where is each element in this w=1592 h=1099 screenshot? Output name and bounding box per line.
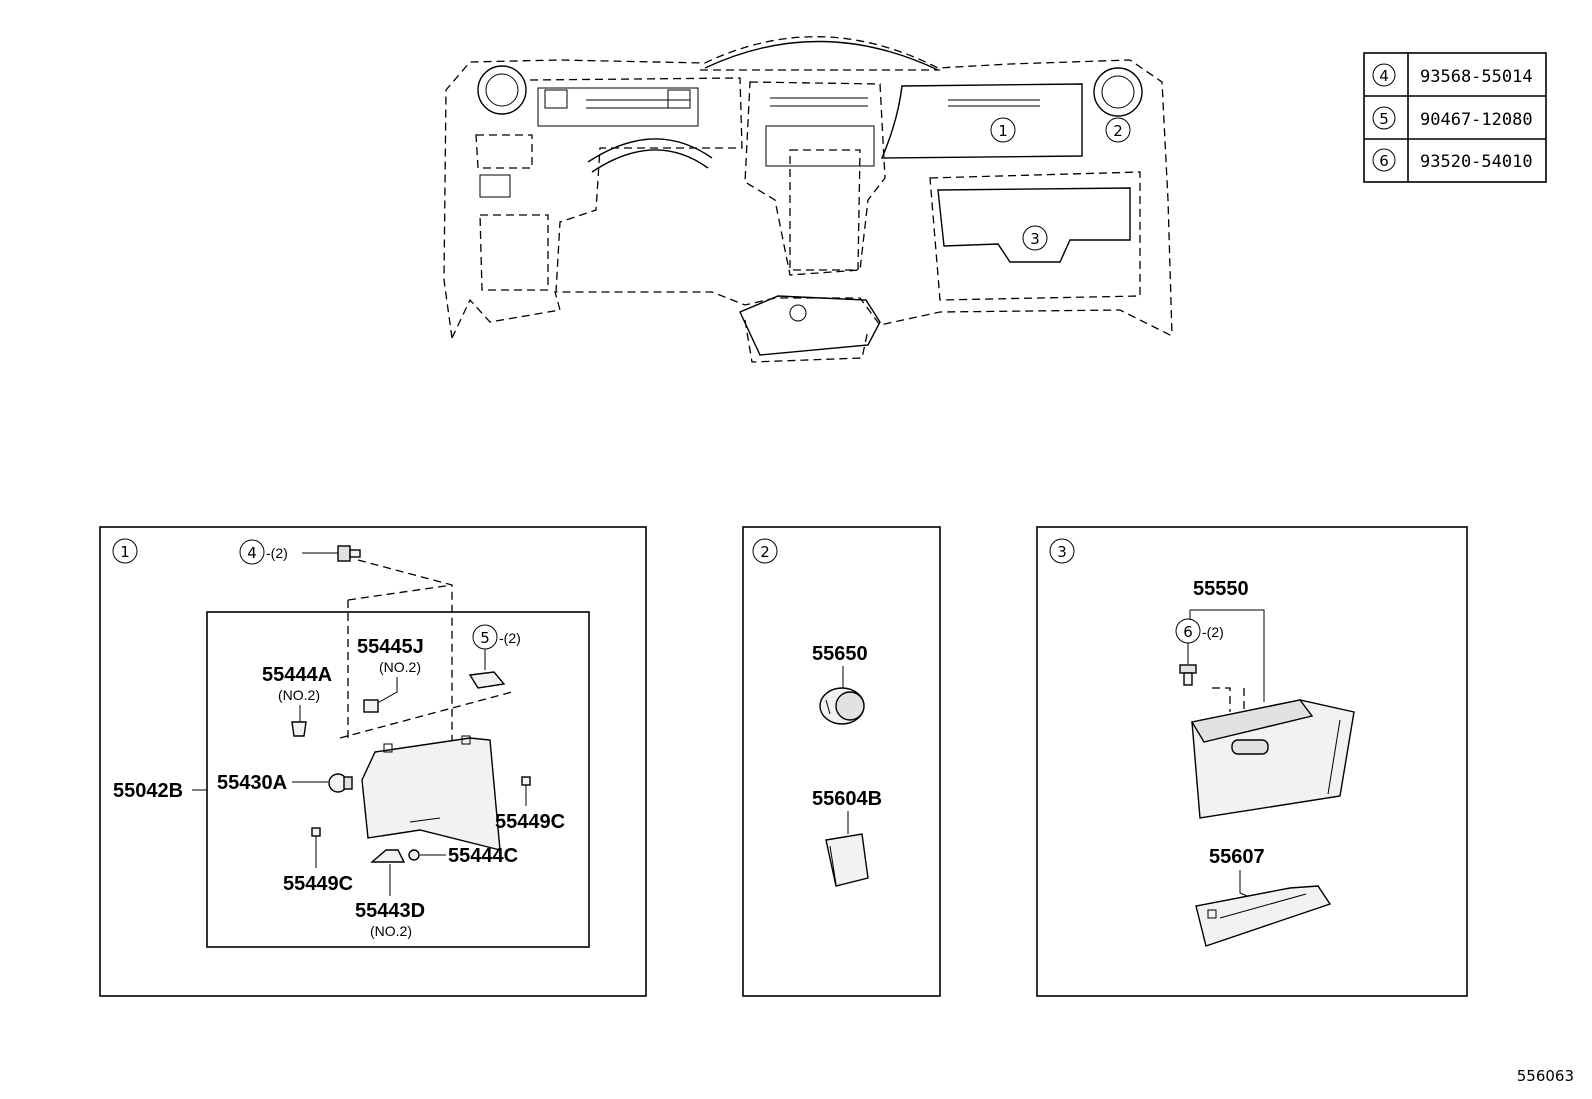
clip-55445J-icon [363,699,379,713]
bolt-qty: -(2) [266,545,288,561]
label-55430A: 55430A [217,772,287,794]
ref-table-ref-3: 6 [1379,152,1389,170]
panel-1-inner-frame [206,611,590,948]
bezel-55604B-icon [825,833,869,887]
pin-55449C-left-icon [311,827,321,837]
panel-1: 1 4 -(2) 55445J (NO.2) 5 -(2) 55444A (NO [99,526,647,997]
label-55550: 55550 [1193,578,1249,600]
clip-5-icon [468,671,506,689]
label-55607: 55607 [1209,846,1265,868]
label-55443D-note: (NO.2) [370,923,412,939]
panel-3-frame [1036,526,1468,997]
panel-2-number: 2 [760,543,770,561]
ref-table-ref-1: 4 [1379,67,1389,85]
bolt-icon [337,545,361,562]
label-55443D: 55443D [355,900,425,922]
vent-55650-icon [819,687,865,725]
label-55444C: 55444C [448,845,518,867]
panel-3: 3 55550 6 -(2) 55607 [1036,526,1468,997]
panel-3-number: 3 [1057,543,1067,561]
clip-qty: -(2) [499,630,521,646]
damper-55607-icon [1195,885,1332,947]
ref-table-ref-2: 5 [1379,110,1389,128]
panel-2-frame [742,526,941,997]
label-55650: 55650 [812,643,868,665]
label-55444A: 55444A [262,664,332,686]
diagram-id: 556063 [1517,1067,1574,1085]
clip-callout: 5 [480,629,490,647]
bracket-55443D-icon [370,849,406,863]
ref-table-part-1: 93568-55014 [1420,67,1533,87]
screw-callout: 6 [1183,623,1193,641]
pin-55449C-right-icon [521,776,531,786]
label-55449C-left: 55449C [283,873,353,895]
clip-55444C-icon [408,849,420,861]
dashboard-overview: 1 2 3 [443,36,1173,363]
overview-callout-3: 3 [1030,230,1040,248]
overview-callout-1: 1 [998,122,1008,140]
lower-trim-panel-icon [361,735,501,851]
overview-callout-2: 2 [1113,122,1123,140]
label-55042B: 55042B [113,780,183,802]
glove-box-55550-icon [1190,699,1355,819]
ref-table-part-2: 90467-12080 [1420,110,1533,130]
ref-table: 4 93568-55014 5 90467-12080 6 93520-5401… [1363,52,1547,183]
label-55444A-note: (NO.2) [278,687,320,703]
ref-table-part-3: 93520-54010 [1420,152,1533,172]
panel-2: 2 55650 55604B [742,526,941,997]
label-55604B: 55604B [812,788,882,810]
screw-qty: -(2) [1202,624,1224,640]
panel-1-number: 1 [120,543,130,561]
panel-1-frame [99,526,647,997]
bolt-callout: 4 [247,544,257,562]
label-55445J-note: (NO.2) [379,659,421,675]
screw-6-icon [1179,664,1197,686]
knob-55430A-icon [328,773,353,793]
label-55445J: 55445J [357,636,424,658]
clip-55444A-icon [291,721,307,737]
label-55449C-right: 55449C [495,811,565,833]
